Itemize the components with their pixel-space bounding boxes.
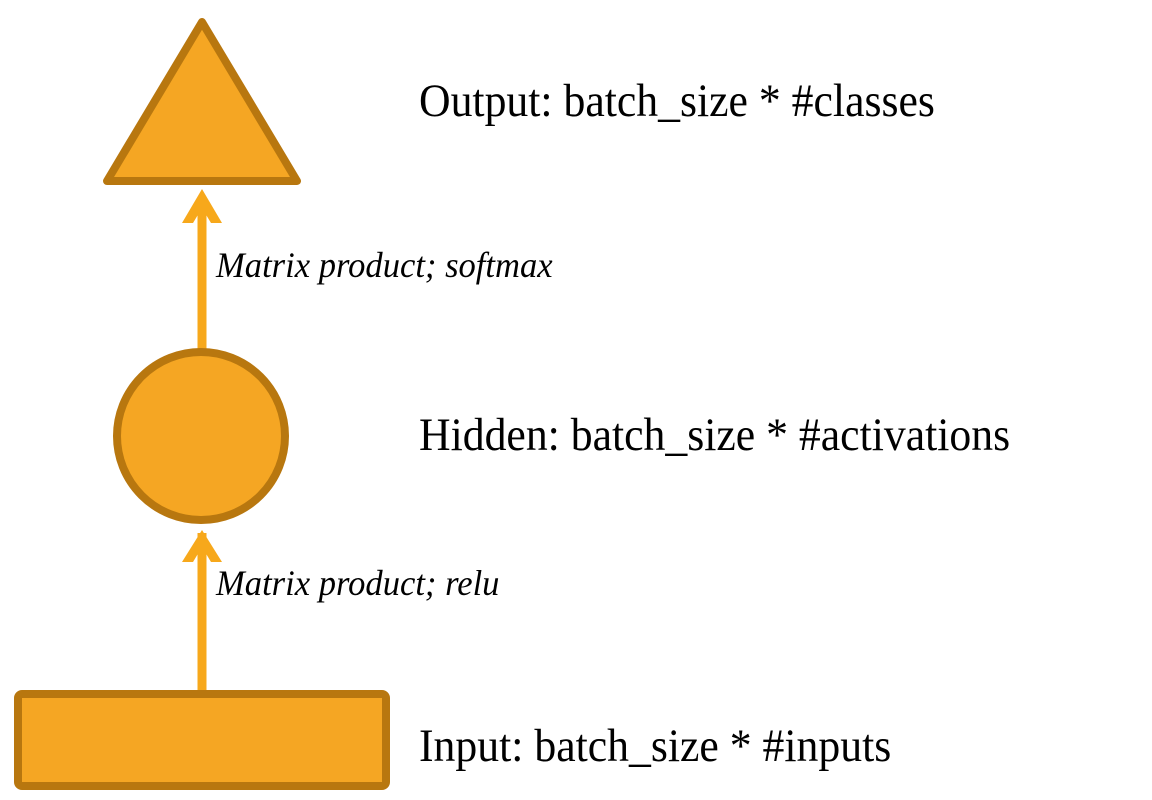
arrow-hidden-to-output bbox=[182, 189, 222, 358]
node-input-rectangle[interactable] bbox=[14, 690, 390, 790]
node-label-output: Output: batch_size * #classes bbox=[419, 75, 935, 127]
node-output-triangle[interactable] bbox=[103, 18, 301, 185]
node-label-hidden: Hidden: batch_size * #activations bbox=[419, 409, 1011, 461]
edge-label-hidden-to-output: Matrix product; softmax bbox=[216, 245, 553, 285]
arrow-input-to-hidden bbox=[182, 530, 222, 691]
node-label-input: Input: batch_size * #inputs bbox=[419, 720, 892, 772]
node-hidden-circle[interactable] bbox=[113, 348, 289, 524]
edge-label-input-to-hidden: Matrix product; relu bbox=[216, 563, 500, 603]
